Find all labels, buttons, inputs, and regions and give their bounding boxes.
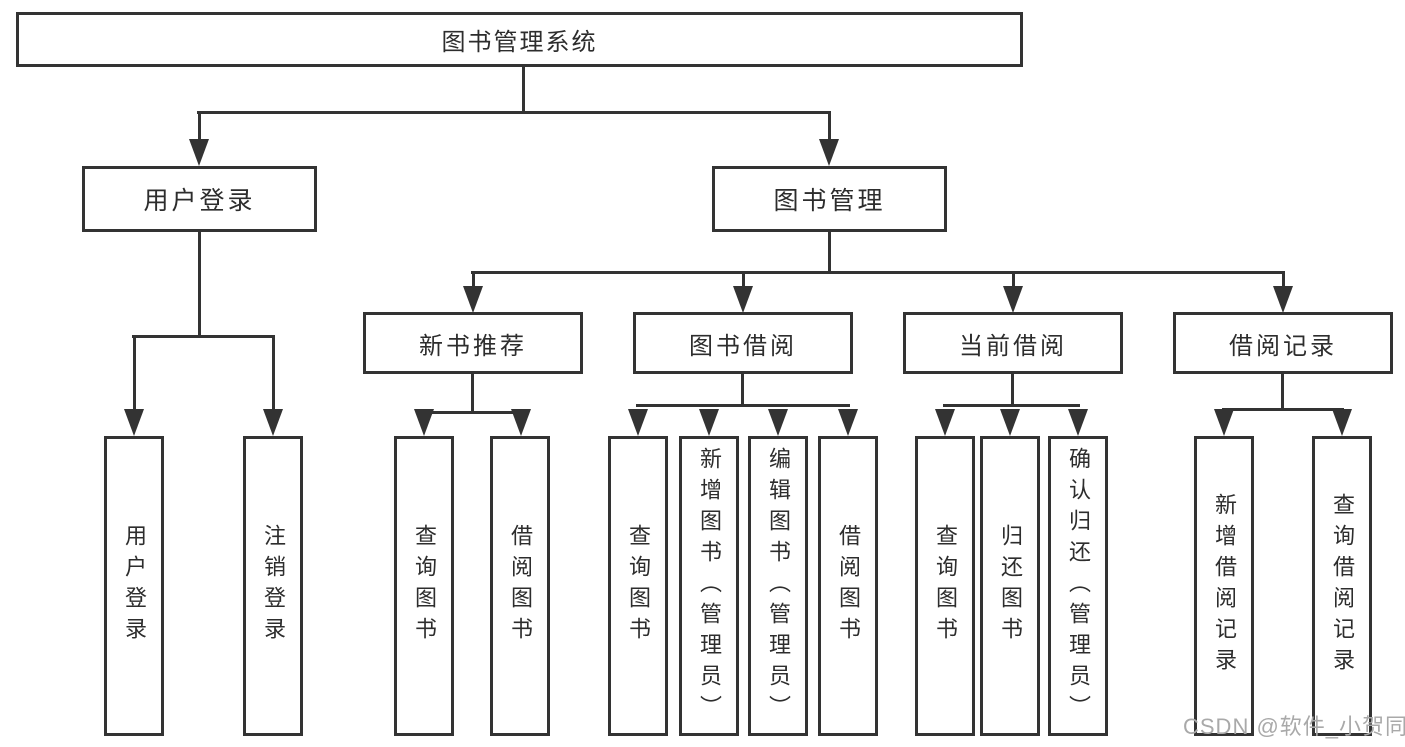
leaf-add-borrow-record: 新增借阅记录: [1194, 436, 1254, 736]
connector-branch: [742, 273, 745, 289]
connector-rail: [1222, 408, 1344, 411]
arrow-down-icon: [935, 409, 955, 436]
arrow-down-icon: [1068, 409, 1088, 436]
connector-book-mgmt-stem: [828, 232, 831, 273]
leaf-query-books: 查询图书: [915, 436, 975, 736]
arrow-down-icon: [463, 286, 483, 313]
connector-level1-rail: [197, 111, 831, 114]
connector-branch-book-mgmt: [828, 112, 831, 142]
node-label: 确认归还（管理员）: [1066, 446, 1091, 726]
node-label: 借阅图书: [508, 524, 533, 648]
connector-rail: [943, 404, 1080, 407]
arrow-down-icon: [838, 409, 858, 436]
node-label: 归还图书: [998, 524, 1023, 648]
node-label: 新增借阅记录: [1212, 493, 1237, 679]
leaf-return-books: 归还图书: [980, 436, 1040, 736]
arrow-down-icon: [511, 409, 531, 436]
node-label: 图书管理系统: [441, 29, 598, 56]
node-label: 新增图书（管理员）: [697, 446, 722, 726]
connector-rail: [636, 404, 850, 407]
leaf-query-books: 查询图书: [394, 436, 454, 736]
node-label: 查询借阅记录: [1330, 493, 1355, 679]
node-label: 新书推荐: [419, 332, 527, 360]
node-label: 查询图书: [412, 524, 437, 648]
node-current-borrow: 当前借阅: [903, 312, 1123, 374]
connector-branch: [1012, 273, 1015, 289]
connector-stem: [1011, 374, 1014, 407]
node-label: 查询图书: [626, 524, 651, 648]
connector-branch: [1282, 273, 1285, 289]
node-borrow-records: 借阅记录: [1173, 312, 1393, 374]
connector-branch: [133, 337, 136, 411]
node-label: 图书管理: [773, 187, 886, 215]
leaf-borrow-books: 借阅图书: [818, 436, 878, 736]
leaf-edit-books-admin: 编辑图书（管理员）: [748, 436, 808, 736]
arrow-down-icon: [768, 409, 788, 436]
connector-stem: [471, 374, 474, 413]
connector-user-login-stem: [198, 232, 201, 337]
connector-branch-user-login: [198, 112, 201, 142]
connector-stem: [741, 374, 744, 407]
connector-user-login-rail: [132, 335, 275, 338]
connector-rail: [422, 411, 523, 414]
leaf-user-login: 用户登录: [104, 436, 164, 736]
node-label: 编辑图书（管理员）: [766, 446, 791, 726]
arrow-down-icon: [263, 409, 283, 436]
connector-branch: [472, 273, 475, 289]
arrow-down-icon: [1000, 409, 1020, 436]
node-new-book-recommend: 新书推荐: [363, 312, 583, 374]
node-book-management: 图书管理: [712, 166, 947, 232]
node-label: 注销登录: [261, 524, 286, 648]
connector-level2-rail: [471, 271, 1285, 274]
arrow-down-icon: [733, 286, 753, 313]
arrow-down-icon: [189, 139, 209, 166]
node-label: 借阅图书: [836, 524, 861, 648]
node-label: 用户登录: [122, 524, 147, 648]
connector-stem: [1281, 374, 1284, 411]
node-label: 查询图书: [933, 524, 958, 648]
leaf-confirm-return-admin: 确认归还（管理员）: [1048, 436, 1108, 736]
arrow-down-icon: [414, 409, 434, 436]
arrow-down-icon: [819, 139, 839, 166]
leaf-add-books-admin: 新增图书（管理员）: [679, 436, 739, 736]
arrow-down-icon: [699, 409, 719, 436]
leaf-logout: 注销登录: [243, 436, 303, 736]
arrow-down-icon: [1332, 409, 1352, 436]
node-root: 图书管理系统: [16, 12, 1023, 67]
arrow-down-icon: [1214, 409, 1234, 436]
leaf-borrow-books: 借阅图书: [490, 436, 550, 736]
node-label: 用户登录: [143, 187, 256, 215]
node-book-borrow: 图书借阅: [633, 312, 853, 374]
leaf-query-books: 查询图书: [608, 436, 668, 736]
leaf-query-borrow-record: 查询借阅记录: [1312, 436, 1372, 736]
node-label: 当前借阅: [959, 332, 1067, 360]
csdn-watermark: CSDN @软件_小贺同学: [1183, 714, 1405, 739]
arrow-down-icon: [124, 409, 144, 436]
node-label: 图书借阅: [689, 332, 797, 360]
connector-branch: [272, 337, 275, 411]
arrow-down-icon: [1003, 286, 1023, 313]
node-user-login: 用户登录: [82, 166, 317, 232]
arrow-down-icon: [1273, 286, 1293, 313]
arrow-down-icon: [628, 409, 648, 436]
node-label: 借阅记录: [1229, 332, 1337, 360]
connector-root-stem: [522, 65, 525, 113]
